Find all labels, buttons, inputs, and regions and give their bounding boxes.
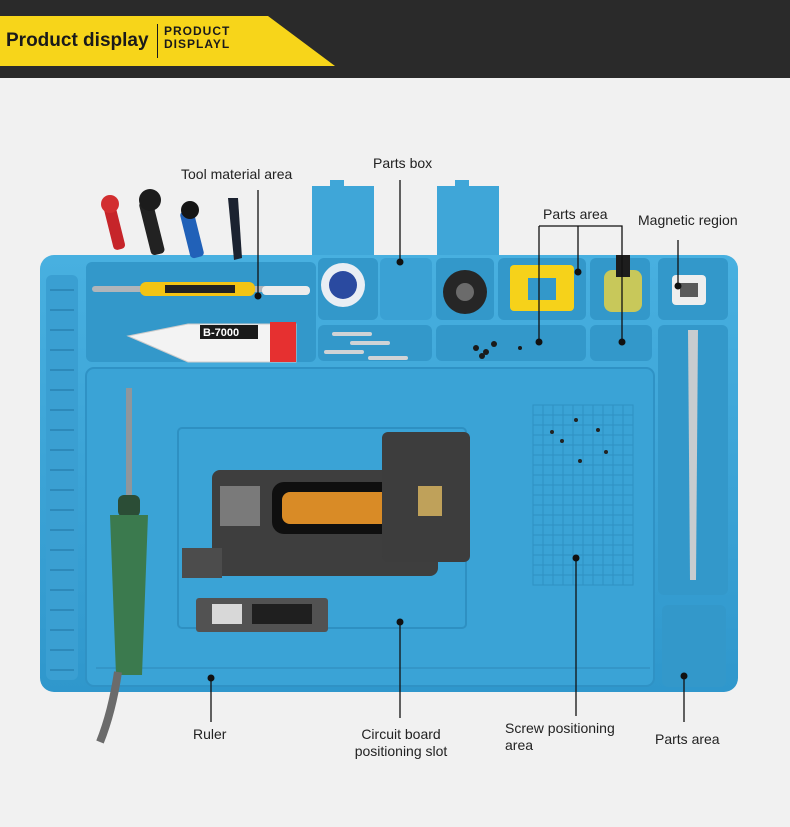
metal-spudger (688, 330, 698, 580)
product-display-banner: Product display PRODUCT DISPLAYL (0, 16, 335, 66)
label-screw-positioning: Screw positioning area (505, 720, 615, 754)
screw-grid (532, 404, 634, 586)
repair-mat-image: B-7000 (40, 180, 738, 744)
flux-bottle (604, 270, 642, 312)
label-magnetic-region: Magnetic region (638, 212, 738, 228)
glue-tube: B-7000 (126, 322, 297, 363)
banner-divider (157, 24, 158, 58)
label-circuit-board-slot: Circuit board positioning slot (340, 726, 462, 760)
banner-subtitle-line2: DISPLAYL (164, 37, 231, 51)
parts-box-lids (312, 180, 499, 256)
banner-title: Product display (6, 30, 149, 51)
left-ruler-strip (46, 275, 78, 680)
label-circuit-board-line2: positioning slot (354, 743, 448, 759)
label-tool-material-area: Tool material area (181, 166, 293, 182)
label-parts-area-bottom: Parts area (655, 731, 720, 747)
banner-subtitle-line1: PRODUCT (164, 24, 231, 38)
label-screw-positioning-line2: area (505, 737, 534, 753)
callout-lines (210, 180, 685, 722)
label-circuit-board-line1: Circuit board (361, 726, 441, 742)
label-parts-area-top: Parts area (543, 206, 608, 222)
circuit-boards (182, 432, 470, 632)
callout-dots (207, 258, 688, 682)
yellow-pry-tool (92, 282, 310, 296)
label-parts-box: Parts box (373, 155, 433, 171)
label-ruler: Ruler (193, 726, 227, 742)
parts-area-bottom-right (662, 605, 726, 687)
banner-subtitle: PRODUCT DISPLAYL (164, 25, 284, 51)
screwdrivers (101, 189, 242, 260)
tube-brand-text: B-7000 (203, 327, 239, 339)
soldering-iron (96, 388, 148, 744)
product-illustration: B-7000 (0, 78, 790, 822)
label-screw-positioning-line1: Screw positioning (505, 720, 615, 736)
banner-shape (0, 16, 335, 66)
